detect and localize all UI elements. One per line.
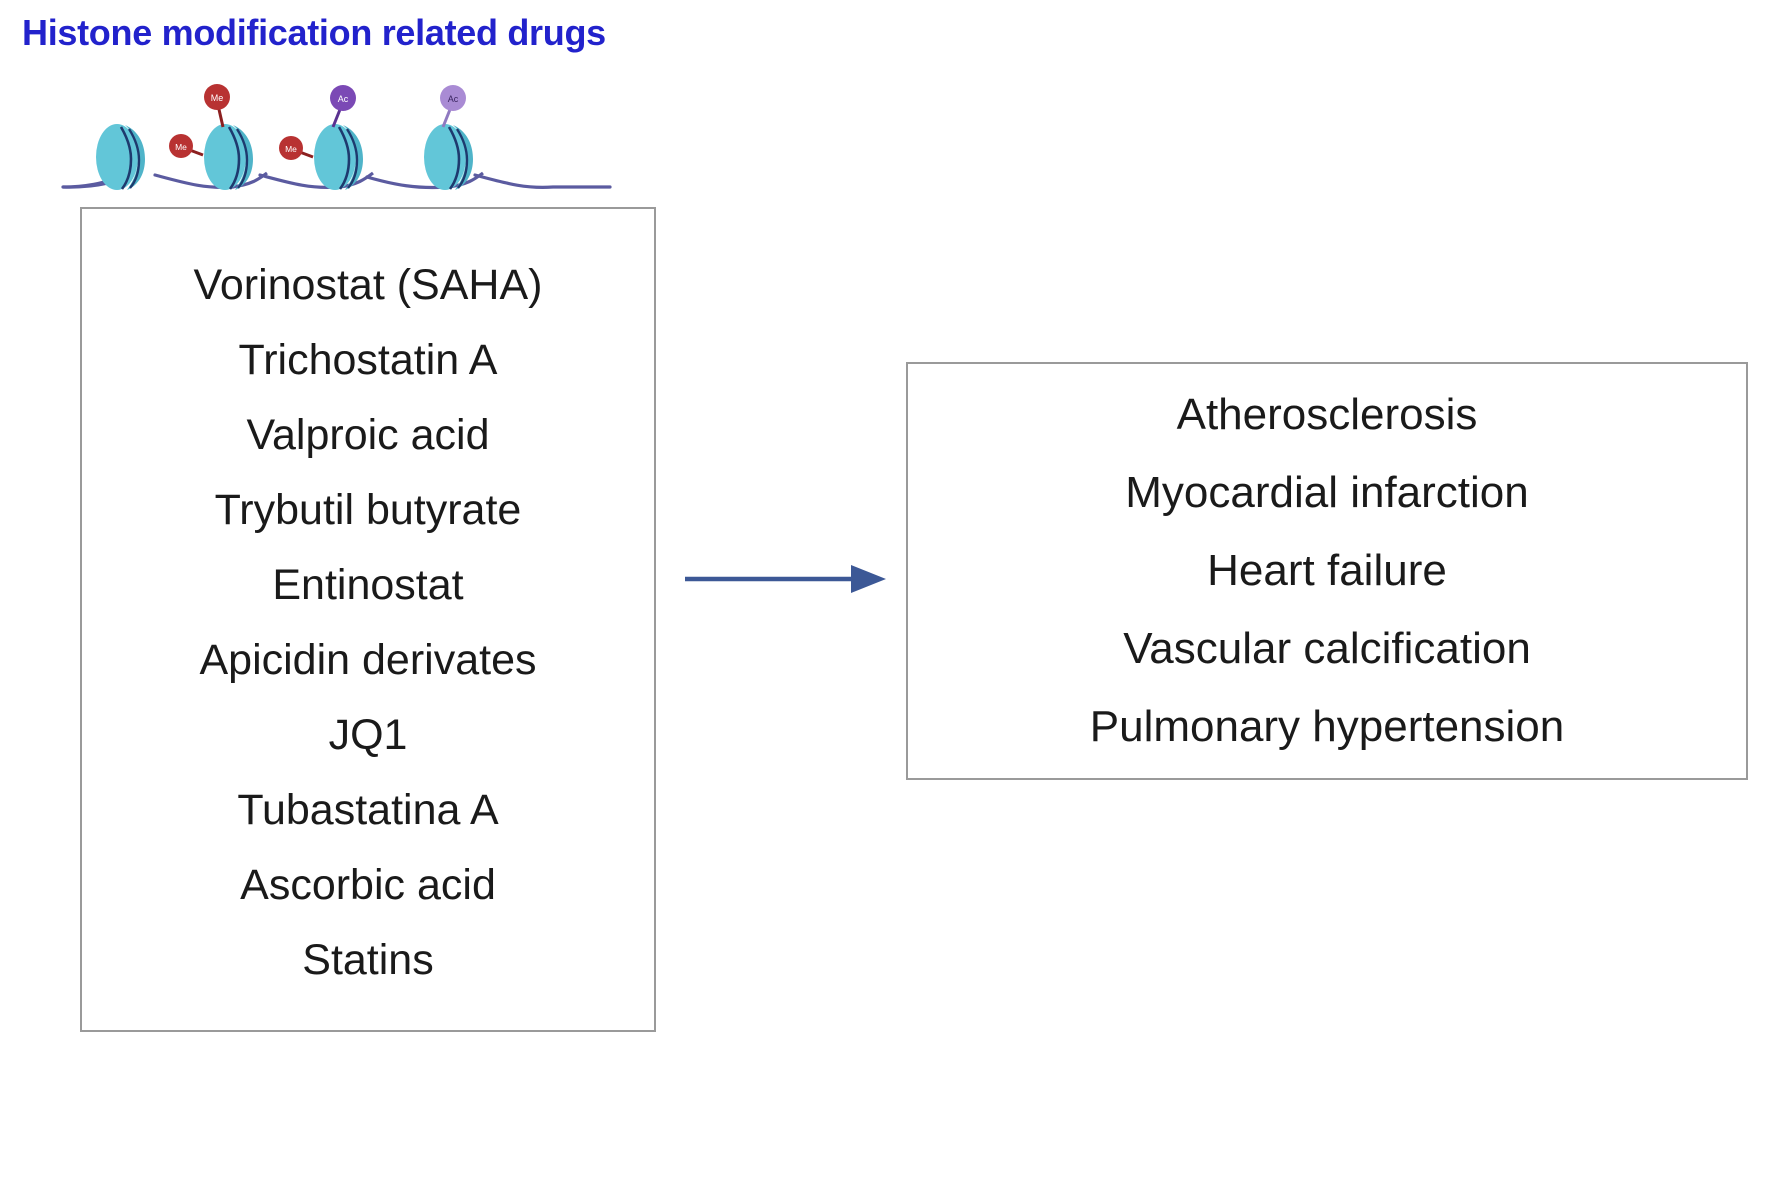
nucleosome-chromatin-icon: Me Me Ac Me bbox=[61, 84, 612, 190]
svg-text:Me: Me bbox=[211, 93, 224, 103]
methylation-mark-icon: Me bbox=[169, 134, 204, 158]
disease-list-item: Heart failure bbox=[1207, 546, 1447, 595]
disease-list-item: Myocardial infarction bbox=[1125, 468, 1529, 517]
drug-list-item: Ascorbic acid bbox=[240, 860, 496, 909]
methylation-mark-icon: Me bbox=[204, 84, 230, 128]
svg-text:Me: Me bbox=[285, 144, 297, 154]
drug-list-item: Trybutil butyrate bbox=[214, 485, 522, 534]
drug-list-item: JQ1 bbox=[328, 710, 408, 759]
svg-text:Ac: Ac bbox=[448, 94, 459, 104]
disease-list-item: Atherosclerosis bbox=[1176, 390, 1478, 439]
drug-list-item: Entinostat bbox=[272, 560, 464, 609]
drug-list-item: Vorinostat (SAHA) bbox=[193, 260, 543, 309]
drug-list-item: Trichostatin A bbox=[238, 335, 498, 384]
acetylation-mark-icon: Ac bbox=[330, 85, 356, 128]
histone-modification-drugs-box: Vorinostat (SAHA) Trichostatin A Valproi… bbox=[80, 207, 656, 1032]
acetylation-mark-icon: Ac bbox=[440, 85, 466, 128]
drug-list-item: Valproic acid bbox=[246, 410, 490, 459]
disease-list-item: Vascular calcification bbox=[1123, 624, 1531, 673]
drug-list-item: Tubastatina A bbox=[237, 785, 499, 834]
cardiovascular-diseases-box: Atherosclerosis Myocardial infarction He… bbox=[906, 362, 1748, 780]
drug-list-item: Apicidin derivates bbox=[199, 635, 537, 684]
disease-list-item: Pulmonary hypertension bbox=[1089, 702, 1565, 751]
page-title: Histone modification related drugs bbox=[22, 12, 606, 53]
svg-text:Me: Me bbox=[175, 142, 187, 152]
methylation-mark-icon: Me bbox=[279, 136, 314, 160]
svg-text:Ac: Ac bbox=[338, 94, 349, 104]
drug-list-item: Statins bbox=[302, 935, 434, 984]
relationship-arrow-icon bbox=[685, 565, 886, 593]
